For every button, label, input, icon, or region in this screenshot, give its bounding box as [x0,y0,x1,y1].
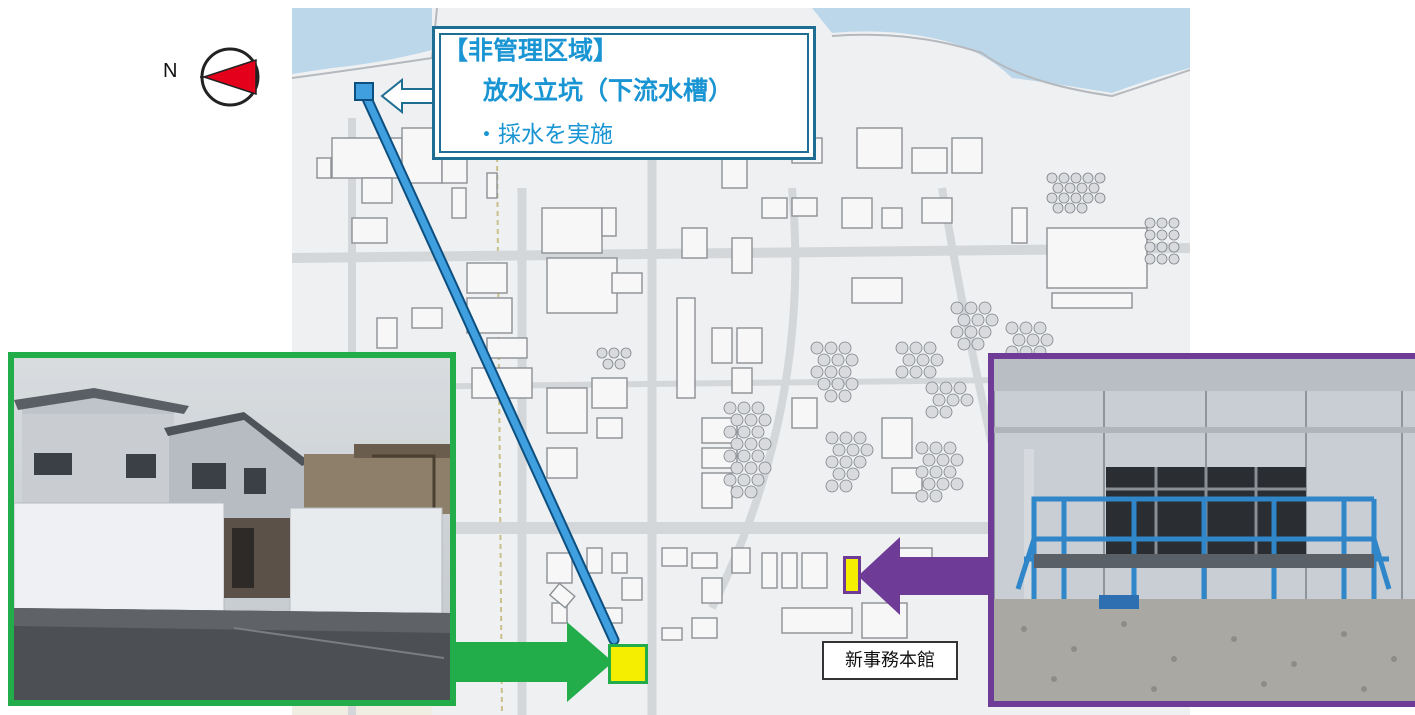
sampling-building-marker [608,644,648,684]
discharge-shaft-callout: 【非管理区域】 放水立坑（下流水槽） ・採水を実施 [432,26,816,160]
photo-new-office-facility [988,353,1415,707]
callout-area-type: 【非管理区域】 [443,36,619,65]
left-arrow-icon [858,537,990,615]
callout-action: ・採水を実施 [475,122,613,148]
discharge-shaft-marker [354,82,374,101]
callout-pointer-icon [380,77,437,115]
photo-sampling-building [8,352,456,706]
compass-north-label: N [163,60,178,82]
right-arrow-icon [455,622,613,702]
callout-facility-name: 放水立坑（下流水槽） [483,76,734,105]
building-label-new-office: 新事務本館 [822,641,958,680]
compass-icon [200,47,260,107]
new-office-marker [843,556,861,594]
